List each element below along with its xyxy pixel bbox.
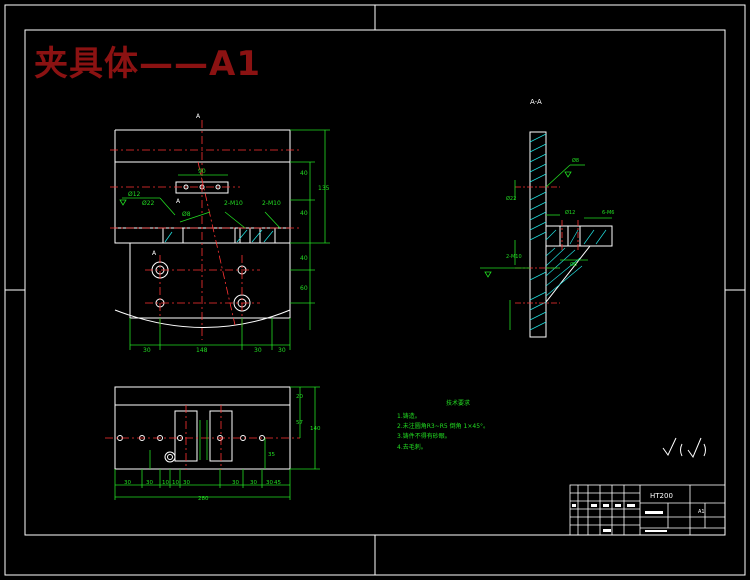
bdim-8: 30 [266,480,273,486]
front-centerlines [110,120,300,340]
callout-1: 2-M10 [224,200,243,207]
dim-right-4: 40 [300,255,308,262]
roughness-symbols [662,437,706,459]
dim-right-3: 135 [318,185,330,192]
tech-notes: 技术要求 1.铸造。 2.未注圆角R3~R5 倒角 1×45°。 3.铸件不得有… [397,399,489,451]
section-dim-text: Ø8 Ø22 Ø12 6-M6 2-M10 Ø8 [506,157,614,268]
bdim-1: 30 [124,480,131,486]
bdim-7: 30 [250,480,257,486]
scallout-6: Ø8 [570,261,577,268]
note-2: 2.未注圆角R3~R5 倒角 1×45°。 [397,422,489,430]
note-1: 1.铸造。 [397,412,421,420]
dim-bottom-3: 30 [254,347,262,354]
drawing-title: 夹具体——A1 [34,44,261,84]
bdim-9: 45 [274,480,281,486]
callout-5: Ø8 [182,211,191,218]
callout-4: Ø22 [142,200,155,207]
title-block [569,484,726,536]
inner-frame [24,29,726,536]
bottom-dimensions [114,386,320,500]
dim-right-5: 60 [300,285,308,292]
scallout-5: 2-M10 [506,254,522,260]
bdim-r4: 35 [268,452,275,458]
bdim-r3: 140 [310,426,321,432]
callout-2: 2-M10 [262,200,281,207]
outer-frame [4,4,746,576]
scallout-3: Ø12 [565,209,575,216]
front-view [114,129,291,328]
notes-heading: 技术要求 [446,399,470,407]
section-label: A-A [530,98,542,106]
bottom-dim-text: 30 30 10 10 30 30 30 30 45 280 20 57 140… [124,394,321,502]
dim-bottom-1: 30 [143,347,151,354]
bdim-r1: 20 [296,394,303,400]
marker-a-low: A [152,250,157,257]
bdim-4: 10 [172,480,179,486]
marker-a-top: A [196,113,201,120]
dim-right-2: 40 [300,210,308,217]
note-3: 3.铸件不得有砂眼。 [397,432,451,440]
marker-a-mid: A [176,198,181,205]
title-block-material: HT200 [650,492,673,500]
dim-top: 90 [198,168,206,175]
bottom-centerlines [105,405,300,470]
front-dim-text: 30 148 30 30 90 40 40 135 40 60 2-M10 2-… [128,168,330,354]
section-dimensions [480,164,612,330]
bdim-5: 30 [183,480,190,486]
note-4: 4.去毛刺。 [397,443,427,451]
title-block-small-text [572,504,667,532]
bdim-r2: 57 [296,420,303,426]
front-hatch [164,229,274,243]
dim-bottom-4: 30 [278,347,286,354]
scallout-4: 6-M6 [602,210,614,216]
section-hatch [529,133,607,331]
bdim-total: 280 [198,496,209,502]
bottom-view [114,386,291,470]
scallout-1: Ø8 [572,157,579,164]
bdim-2: 30 [146,480,153,486]
bdim-6: 30 [232,480,239,486]
scallout-2: Ø22 [506,195,516,202]
title-block-name: A1 [698,509,705,515]
bdim-3: 10 [162,480,169,486]
front-dimensions [119,129,330,350]
dim-bottom-2: 148 [196,347,208,354]
dim-right-1: 40 [300,170,308,177]
callout-3: Ø12 [128,191,141,198]
front-markers: A A A [152,113,201,257]
section-view [529,131,613,338]
